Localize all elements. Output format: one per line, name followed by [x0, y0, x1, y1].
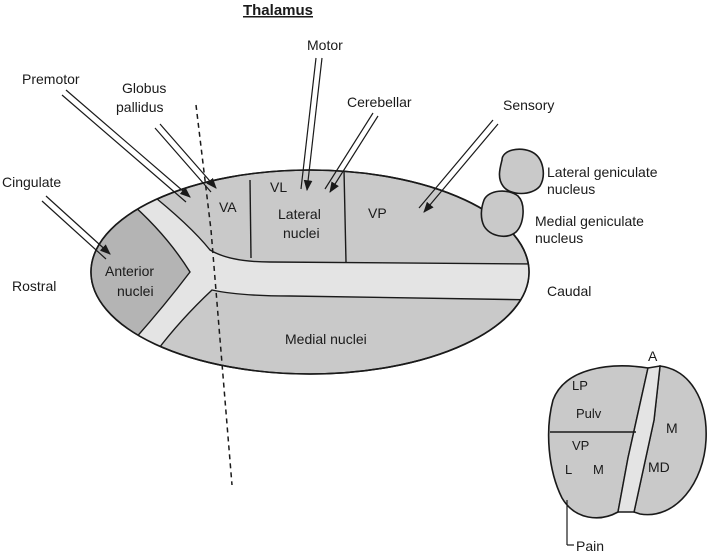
- anterior-nuclei-label-line2: nuclei: [117, 283, 154, 299]
- medial-geniculate-nucleus-shape: [480, 190, 524, 238]
- lateral-nuclei-label-line1: Lateral: [278, 206, 321, 222]
- internal-medullary-lamina: [123, 189, 529, 353]
- thalamus-cross-section: [547, 365, 707, 546]
- motor-label: Motor: [307, 37, 343, 53]
- medial-geniculate-label-line2: nucleus: [535, 230, 583, 246]
- cerebellar-label: Cerebellar: [347, 94, 412, 110]
- vl-vp-divider: [343, 170, 347, 263]
- lateral-nuclei-label-line2: nuclei: [283, 225, 320, 241]
- lateral-geniculate-label-line1: Lateral geniculate: [547, 164, 658, 180]
- cross-section-a-label: A: [648, 348, 658, 364]
- anterior-nuclei-label-line1: Anterior: [105, 263, 154, 279]
- cerebellar-arrow: [329, 115, 379, 193]
- cross-section-left-part: [547, 365, 649, 519]
- cingulate-label: Cingulate: [2, 174, 61, 190]
- cingulate-arrow: [45, 195, 111, 255]
- rostral-label: Rostral: [12, 278, 56, 294]
- globus-pallidus-arrow: [159, 123, 217, 189]
- cross-section-right-part: [633, 365, 707, 516]
- lateral-geniculate-nucleus-shape: [498, 148, 545, 195]
- vp-label: VP: [368, 205, 387, 221]
- projection-arrows: [41, 57, 499, 260]
- globus-pallidus-label-line2: pallidus: [116, 99, 163, 115]
- globus-pallidus-label-line1: Globus: [122, 80, 166, 96]
- cross-section-lamina: [617, 365, 661, 513]
- cross-section-pulv-label: Pulv: [576, 406, 602, 421]
- motor-arrow: [303, 57, 323, 192]
- vl-label: VL: [270, 179, 287, 195]
- cross-section-m2-label: M: [593, 462, 604, 477]
- cross-section-l-label: L: [565, 462, 572, 477]
- sensory-label: Sensory: [503, 97, 554, 113]
- lateral-geniculate-label-line2: nucleus: [547, 181, 595, 197]
- medial-geniculate-label-line1: Medial geniculate: [535, 213, 644, 229]
- diagram-title: Thalamus: [243, 2, 313, 19]
- caudal-label: Caudal: [547, 283, 591, 299]
- cross-section-m-label: M: [666, 420, 678, 436]
- cross-section-lp-label: LP: [572, 378, 588, 393]
- premotor-label: Premotor: [22, 71, 80, 87]
- va-vl-divider: [249, 179, 252, 259]
- cross-section-md-label: MD: [648, 459, 670, 475]
- va-label: VA: [219, 199, 237, 215]
- cross-section-vp-label: VP: [572, 438, 589, 453]
- premotor-arrow: [65, 89, 191, 198]
- medial-nuclei-label: Medial nuclei: [285, 331, 367, 347]
- pain-label: Pain: [576, 538, 604, 554]
- sensory-arrow: [423, 123, 499, 213]
